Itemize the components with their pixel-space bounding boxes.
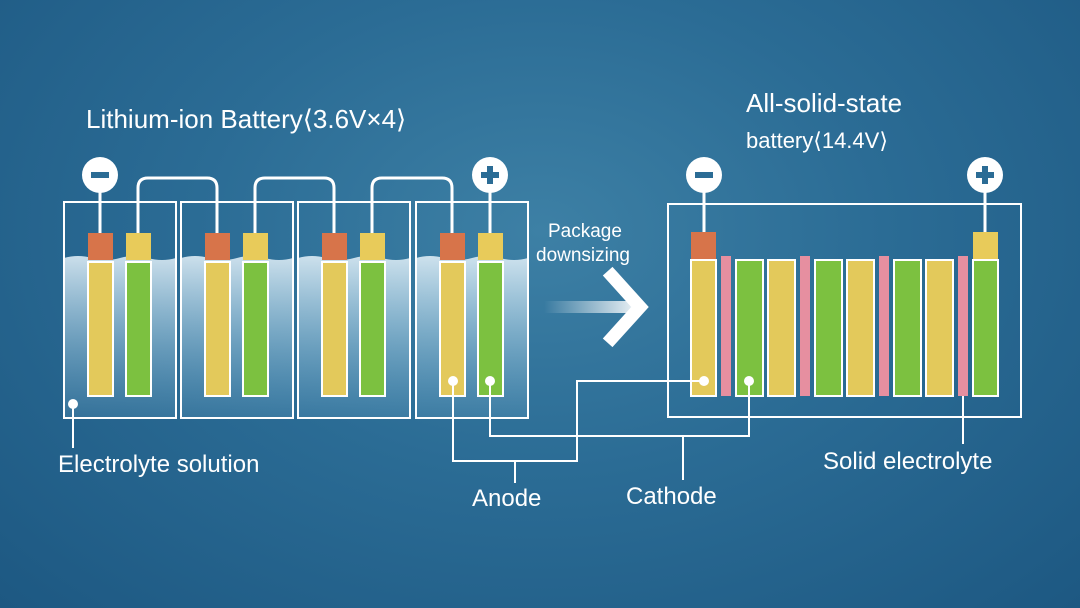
cathode-tab (126, 233, 151, 260)
anode-tab (322, 233, 347, 260)
cathode-tab (973, 232, 998, 259)
minus-terminal-icon (686, 157, 722, 193)
plus-terminal-icon (967, 157, 1003, 193)
lithium-ion-battery (63, 157, 529, 419)
electrolyte-liquid (298, 256, 410, 418)
minus-terminal-icon (82, 157, 118, 193)
anode-plate (204, 261, 231, 397)
cathode-plate (893, 259, 922, 397)
callout-lines (68, 376, 964, 483)
anode-plate (321, 261, 348, 397)
connector-1-2 (136, 176, 219, 233)
connector-2-3 (253, 176, 336, 233)
anode-label: Anode (472, 485, 542, 512)
anode-plate (767, 259, 796, 397)
solid-electrolyte-layer (958, 256, 968, 396)
cell-casing (667, 203, 1022, 418)
lithium-ion-battery-title: Lithium-ion Battery⟨3.6V×4⟩ (86, 104, 407, 134)
solid-state-battery (667, 157, 1022, 418)
cathode-plate (972, 259, 999, 397)
cathode-callout-line (489, 381, 750, 437)
solid-electrolyte-layer (721, 256, 731, 396)
anode-plate (87, 261, 114, 397)
cathode-plate (814, 259, 843, 397)
anode-tab (88, 233, 113, 260)
solid-state-battery-title: All-solid-state (746, 88, 903, 118)
anode-plate (846, 259, 875, 397)
cathode-plate (735, 259, 764, 397)
anode-tab (440, 233, 465, 260)
cathode-plate (242, 261, 269, 397)
li-ion-cell-1 (63, 201, 177, 419)
electrolyte-liquid (416, 256, 528, 418)
cell-casing (180, 201, 294, 419)
cathode-tab (360, 233, 385, 260)
li-ion-cell-4 (415, 201, 529, 419)
cell-casing (63, 201, 177, 419)
cathode-tab (478, 233, 503, 260)
anode-plate (925, 259, 954, 397)
cathode-plate (359, 261, 386, 397)
series-connectors (136, 176, 454, 233)
arrow-label-line1: Package (548, 221, 622, 242)
cathode-label: Cathode (626, 483, 717, 510)
anode-tab (205, 233, 230, 260)
anode-plate (439, 261, 466, 397)
electrolyte-liquid (64, 256, 176, 418)
solid-electrolyte-layer (800, 256, 810, 396)
anode-plate (690, 259, 717, 397)
anode-callout-line (452, 380, 704, 462)
li-ion-cell-3 (297, 201, 411, 419)
cathode-tab (243, 233, 268, 260)
electrolyte-solution-label: Electrolyte solution (58, 451, 260, 478)
arrow-right-icon (544, 266, 649, 348)
electrolyte-liquid (181, 256, 293, 418)
plus-terminal-icon (472, 157, 508, 193)
anode-tab (691, 232, 716, 259)
connector-3-4 (370, 176, 454, 233)
cell-casing (415, 201, 529, 419)
arrow-label-line2: downsizing (536, 245, 630, 266)
cell-casing (297, 201, 411, 419)
solid-electrolyte-label: Solid electrolyte (823, 448, 993, 475)
li-ion-cell-2 (180, 201, 294, 419)
solid-electrolyte-layer (879, 256, 889, 396)
solid-state-battery-voltage: battery⟨14.4V⟩ (746, 128, 888, 153)
cathode-plate (125, 261, 152, 397)
cathode-plate (477, 261, 504, 397)
